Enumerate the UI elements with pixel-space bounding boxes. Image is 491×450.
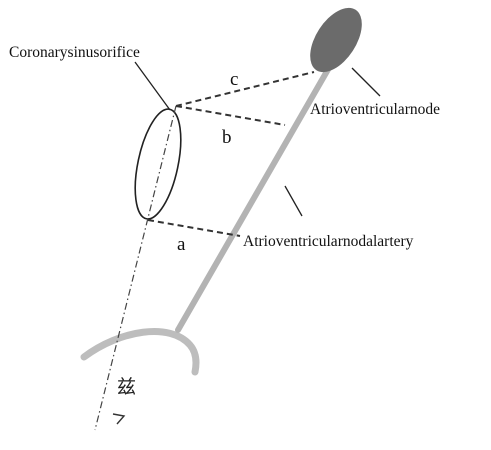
measure-line-b [176, 106, 285, 125]
av-nodal-artery-line [178, 66, 330, 330]
av-node-shape [300, 0, 373, 81]
label-measure-c: c [230, 69, 238, 90]
leader-av-nodal-artery [285, 186, 302, 216]
label-av-nodal-artery: Atrioventricularnodalartery [243, 233, 414, 250]
label-measure-a: a [177, 234, 186, 255]
coronary-sinus-orifice-shape [127, 105, 189, 223]
leader-coronary-sinus [135, 62, 170, 110]
label-av-node: Atrioventricularnode [310, 101, 440, 118]
base-curve [84, 332, 196, 372]
label-cjk-glyph: 兹 [117, 376, 136, 398]
label-coronary-sinus-orifice: Coronarysinusorifice [9, 44, 140, 61]
tip-mark [113, 414, 124, 424]
leader-av-node [352, 68, 380, 96]
measure-line-a [148, 220, 240, 236]
measure-line-c [176, 72, 314, 106]
label-measure-b: b [222, 127, 232, 148]
